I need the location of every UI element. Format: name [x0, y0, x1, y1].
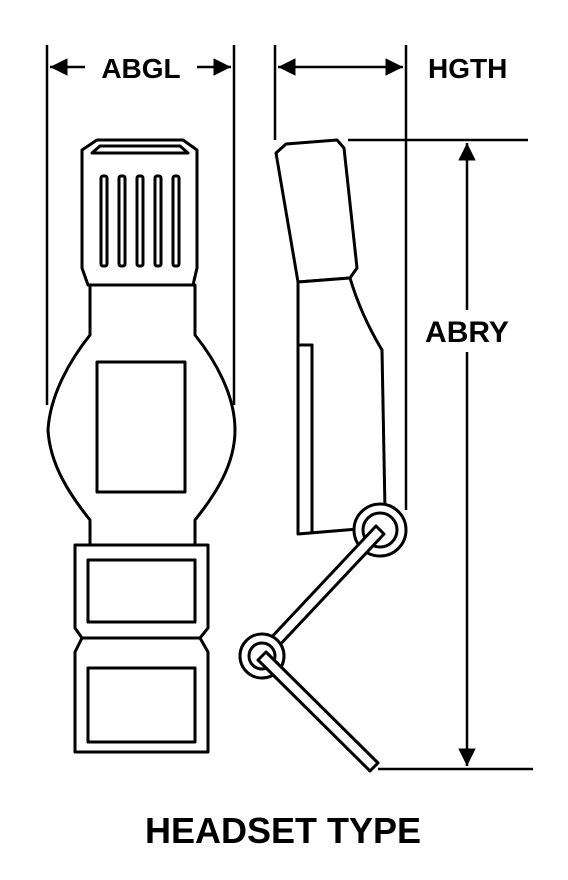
dimension-abgl [45, 45, 236, 405]
headband-wire [265, 524, 386, 652]
front-clip-lower [73, 636, 210, 754]
caption: HEADSET TYPE [145, 810, 421, 851]
front-cap-top [90, 144, 190, 155]
hgth-label: HGTH [428, 53, 507, 84]
front-cap [80, 138, 199, 287]
side-view [238, 138, 408, 773]
abgl-label-bg [88, 48, 194, 86]
front-window [95, 360, 187, 494]
front-cap-ribs [99, 174, 181, 268]
dimension-abry [348, 138, 533, 771]
front-body [46, 283, 237, 547]
dimension-hgth [273, 45, 408, 510]
front-view [46, 138, 237, 754]
lower-wire [256, 650, 380, 773]
side-cap [274, 138, 359, 284]
abgl-label: ABGL [101, 53, 180, 84]
abry-label-bg [414, 310, 520, 352]
abry-label: ABRY [425, 316, 509, 349]
